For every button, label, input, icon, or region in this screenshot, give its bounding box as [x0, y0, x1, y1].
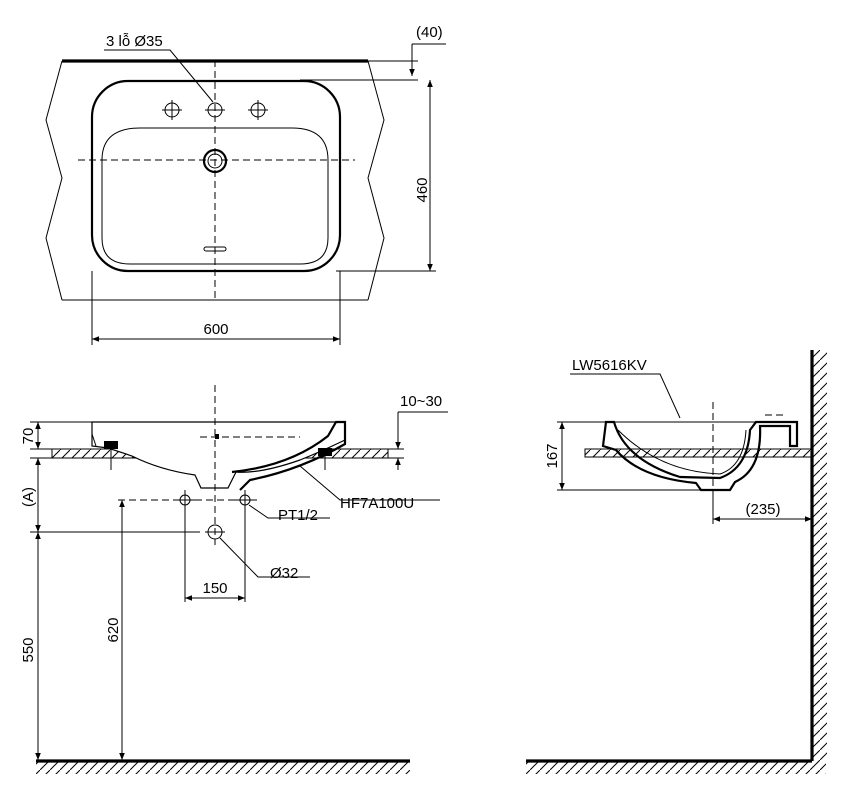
width-600-label: 600	[203, 321, 228, 338]
a-label: (A)	[20, 487, 37, 507]
drain-outer	[202, 148, 228, 174]
supply-thread-label: PT1/2	[278, 507, 318, 524]
model-label: LW5616KV	[572, 357, 647, 374]
front-view: 70 (A) 10~30 HF7A100U PT1/2 Ø32	[20, 385, 448, 774]
supply-leader	[248, 504, 330, 519]
drain-leader	[299, 465, 440, 501]
tap-hole-right	[248, 100, 268, 120]
model-leader	[570, 373, 681, 419]
holes-label: 3 lỗ Ø35	[106, 33, 163, 50]
tap-hole-center	[205, 102, 225, 118]
tap-hole-left	[162, 100, 182, 120]
floor-to-counter-label: 550	[20, 637, 37, 662]
basin-outer-rim	[90, 79, 342, 273]
waste-diameter-label: Ø32	[270, 565, 298, 582]
top-view: 3 lỗ Ø35 (40) 460 600	[45, 24, 446, 345]
wall-offset-label: (235)	[745, 501, 780, 518]
spacing-150-label: 150	[202, 580, 227, 597]
basin-section-wall	[231, 420, 347, 491]
overflow-mark	[215, 434, 219, 439]
rim-70-label: 70	[20, 428, 37, 445]
basin-left-edge	[91, 433, 97, 447]
counter-break-left	[45, 60, 63, 301]
overflow-slot	[203, 246, 227, 252]
side-countertop	[584, 448, 813, 458]
counter-thickness-label: 10~30	[400, 393, 442, 410]
holes-leader	[104, 49, 214, 103]
depth-460-label: 460	[414, 177, 431, 202]
drain-model-label: HF7A100U	[340, 495, 414, 512]
offset-40-label: (40)	[416, 24, 443, 41]
basin-front-body	[91, 421, 346, 489]
side-view: LW5616KV 167 (235)	[526, 350, 827, 774]
mounting-clamp-left	[104, 441, 118, 470]
floor-to-supply-label: 620	[105, 617, 122, 642]
waste-leader	[219, 537, 310, 578]
floor-hatch-side	[526, 762, 826, 774]
wall-hatch	[813, 350, 827, 762]
floor-hatch-front	[36, 762, 410, 774]
drain-inner	[207, 153, 223, 169]
mounting-clamp-right	[318, 448, 332, 470]
counter-break-right	[367, 60, 385, 301]
side-height-label: 167	[544, 443, 561, 468]
side-basin-inner	[617, 429, 747, 475]
basin-bowl	[101, 127, 329, 265]
side-basin-section	[601, 420, 799, 492]
